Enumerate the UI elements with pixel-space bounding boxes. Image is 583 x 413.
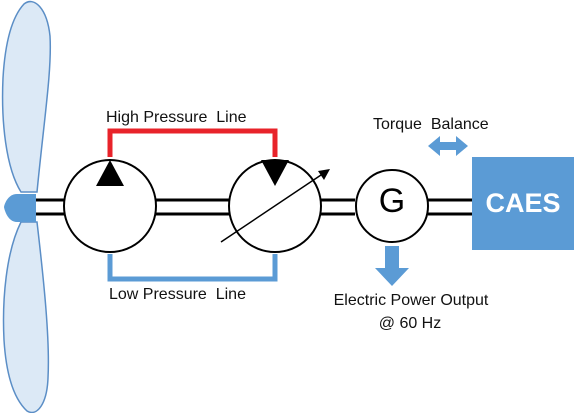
generator-body — [355, 169, 429, 243]
wind-turbine-rotor — [1, 0, 52, 413]
pump-motor-shaft — [156, 198, 229, 216]
caes-box — [472, 157, 574, 250]
high-pressure-label: High Pressure Line — [106, 109, 247, 126]
high-pressure-line — [107, 128, 278, 157]
pump — [63, 159, 157, 253]
motor-generator-shaft — [321, 198, 355, 216]
caes-label: CAES — [485, 188, 561, 218]
torque-balance-label: Torque Balance — [373, 116, 489, 133]
variable-arrow-head — [318, 169, 330, 180]
generator-label: G — [378, 182, 406, 220]
power-output-arrow-icon — [375, 246, 409, 286]
motor-triangle-icon — [261, 160, 289, 186]
turbine-shaft — [36, 198, 64, 216]
pump-triangle-icon — [96, 160, 124, 186]
low-pressure-line — [107, 254, 278, 282]
low-pressure-label: Low Pressure Line — [109, 286, 246, 303]
torque-double-arrow-icon — [428, 136, 468, 156]
lower-blade — [2, 221, 50, 413]
variable-arrow-shaft — [220, 172, 325, 243]
hub — [4, 194, 36, 222]
upper-blade — [1, 0, 52, 193]
power-output-label: Electric Power Output — [333, 292, 489, 309]
motor — [220, 159, 330, 253]
power-frequency-label: @ 60 Hz — [378, 315, 442, 332]
generator-caes-shaft — [428, 198, 472, 216]
